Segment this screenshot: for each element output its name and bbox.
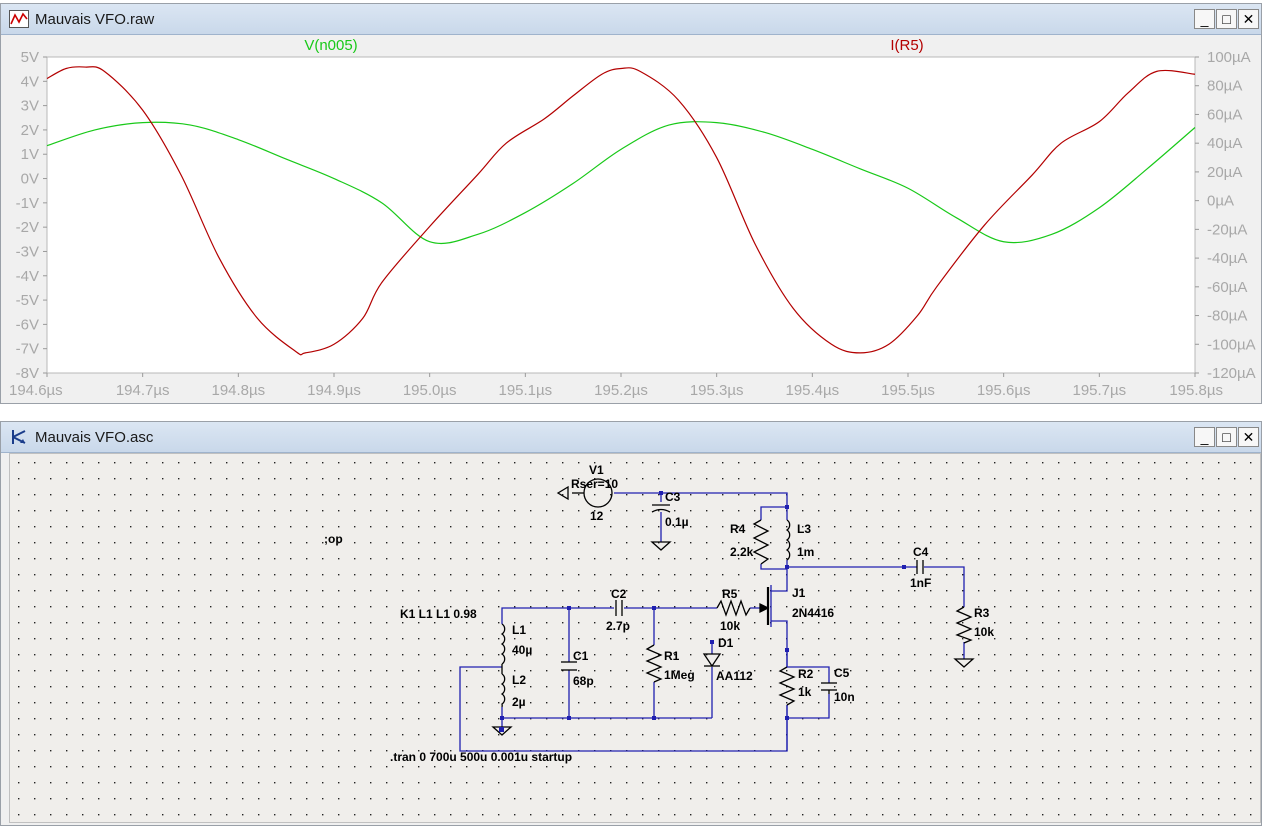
schematic-window: Mauvais VFO.asc _ □ ✕ — [0, 421, 1262, 826]
c2-value[interactable]: 2.7p — [606, 619, 630, 633]
y-left-tick-label: 0V — [21, 171, 39, 188]
y-left-tick-label: 3V — [21, 98, 39, 115]
y-right-tick-label: -20µA — [1207, 221, 1247, 238]
y-right-tick-label: -80µA — [1207, 308, 1247, 325]
c4-ref[interactable]: C4 — [913, 545, 929, 559]
y-right-tick-label: -120µA — [1207, 365, 1256, 382]
l3-value[interactable]: 1m — [797, 545, 814, 559]
y-right-tick-label: 0µA — [1207, 193, 1234, 210]
x-tick-label: 194.8µs — [211, 382, 265, 399]
waveform-titlebar[interactable]: Mauvais VFO.raw _ □ ✕ — [1, 4, 1261, 35]
r3-value[interactable]: 10k — [974, 625, 994, 639]
y-right-tick-label: -100µA — [1207, 336, 1256, 353]
y-left-tick-label: -4V — [16, 268, 39, 285]
maximize-button[interactable]: □ — [1216, 427, 1237, 447]
v1-value[interactable]: 12 — [590, 509, 604, 523]
pin-markers — [499, 640, 714, 732]
l1-value[interactable]: 40µ — [512, 643, 532, 657]
y-right-tick-label: -60µA — [1207, 279, 1247, 296]
l2-ref[interactable]: L2 — [512, 673, 526, 687]
y-right-tick-label: 100µA — [1207, 49, 1251, 66]
waveform-window: Mauvais VFO.raw _ □ ✕ V(n005) I(R5) 5V 4V… — [0, 3, 1262, 404]
c2-ref[interactable]: C2 — [611, 587, 627, 601]
y-left-tick-label: 2V — [21, 122, 39, 139]
d1-value[interactable]: AA112 — [716, 669, 753, 683]
waveform-window-title: Mauvais VFO.raw — [35, 11, 155, 28]
schematic-canvas[interactable]: ;op .tran 0 700u 500u 0.001u startup K1 … — [9, 453, 1261, 823]
close-button[interactable]: ✕ — [1238, 9, 1259, 29]
c4-value[interactable]: 1nF — [910, 576, 931, 590]
minimize-button[interactable]: _ — [1194, 427, 1215, 447]
y-left-tick-label: 4V — [21, 73, 39, 90]
y-right-tick-label: 20µA — [1207, 164, 1242, 181]
directive-op[interactable]: ;op — [324, 532, 343, 546]
r5-value[interactable]: 10k — [720, 619, 740, 633]
schematic-window-title: Mauvais VFO.asc — [35, 429, 154, 446]
v1-ref[interactable]: V1 — [589, 463, 604, 477]
y-left-tick-label: -2V — [16, 219, 39, 236]
c5-value[interactable]: 10n — [834, 690, 855, 704]
x-tick-label: 195.7µs — [1072, 382, 1126, 399]
j1-ref[interactable]: J1 — [792, 586, 806, 600]
y-right-tick-label: 40µA — [1207, 135, 1242, 152]
legend-v-n005[interactable]: V(n005) — [304, 37, 357, 54]
l1-ref[interactable]: L1 — [512, 623, 526, 637]
minimize-button[interactable]: _ — [1194, 9, 1215, 29]
c1-ref[interactable]: C1 — [573, 649, 589, 663]
r3-ref[interactable]: R3 — [974, 606, 990, 620]
r5-ref[interactable]: R5 — [722, 587, 738, 601]
maximize-button[interactable]: □ — [1216, 9, 1237, 29]
c1-value[interactable]: 68p — [573, 674, 594, 688]
j1-value[interactable]: 2N4416 — [792, 606, 834, 620]
c3-value[interactable]: 0.1µ — [665, 515, 689, 529]
l3-ref[interactable]: L3 — [797, 522, 811, 536]
x-tick-label: 195.5µs — [881, 382, 935, 399]
x-tick-label: 195.6µs — [977, 382, 1031, 399]
y-left-tick-label: -3V — [16, 243, 39, 260]
x-tick-label: 195.1µs — [498, 382, 552, 399]
c3-ref[interactable]: C3 — [665, 490, 681, 504]
waveform-app-icon — [9, 10, 29, 28]
y-left-tick-label: -1V — [16, 195, 39, 212]
r2-ref[interactable]: R2 — [798, 667, 814, 681]
x-tick-label: 195.0µs — [403, 382, 457, 399]
y-left-tick-label: 5V — [21, 49, 39, 66]
x-tick-label: 195.3µs — [690, 382, 744, 399]
close-button[interactable]: ✕ — [1238, 427, 1259, 447]
l2-value[interactable]: 2µ — [512, 695, 526, 709]
x-tick-label: 194.7µs — [116, 382, 170, 399]
y-left-tick-label: -8V — [16, 365, 39, 382]
x-tick-label: 195.2µs — [594, 382, 648, 399]
d1-ref[interactable]: D1 — [718, 636, 734, 650]
r1-value[interactable]: 1Meg — [664, 668, 695, 682]
r4-ref[interactable]: R4 — [730, 522, 746, 536]
y-right-tick-label: 80µA — [1207, 78, 1242, 95]
wires — [459, 492, 965, 752]
legend-i-r5[interactable]: I(R5) — [890, 37, 923, 54]
x-tick-label: 195.4µs — [785, 382, 839, 399]
x-tick-label: 194.9µs — [307, 382, 361, 399]
trace-i-r5[interactable] — [46, 66, 1196, 356]
schematic-titlebar[interactable]: Mauvais VFO.asc _ □ ✕ — [1, 422, 1261, 453]
y-left-tick-label: 1V — [21, 146, 39, 163]
y-left-tick-label: -6V — [16, 316, 39, 333]
directive-tran[interactable]: .tran 0 700u 500u 0.001u startup — [390, 750, 572, 764]
r4-value[interactable]: 2.2k — [730, 545, 754, 559]
directive-coupling[interactable]: K1 L1 L1 0.98 — [400, 607, 477, 621]
r1-ref[interactable]: R1 — [664, 649, 680, 663]
y-left-tick-label: -5V — [16, 292, 39, 309]
waveform-plot[interactable]: V(n005) I(R5) 5V 4V 3V 2V 1V 0V -1V -2V -3V -4V -5… — [1, 35, 1261, 403]
x-tick-label: 195.8µs — [1169, 382, 1223, 399]
c5-ref[interactable]: C5 — [834, 666, 850, 680]
schematic-app-icon — [12, 430, 26, 444]
v1-param[interactable]: Rser=10 — [571, 477, 618, 491]
y-left-tick-label: -7V — [16, 341, 39, 358]
y-right-tick-label: -40µA — [1207, 250, 1247, 267]
y-right-tick-label: 60µA — [1207, 106, 1242, 123]
x-tick-label: 194.6µs — [9, 382, 63, 399]
trace-v-n005[interactable] — [46, 121, 1196, 245]
r2-value[interactable]: 1k — [798, 685, 812, 699]
